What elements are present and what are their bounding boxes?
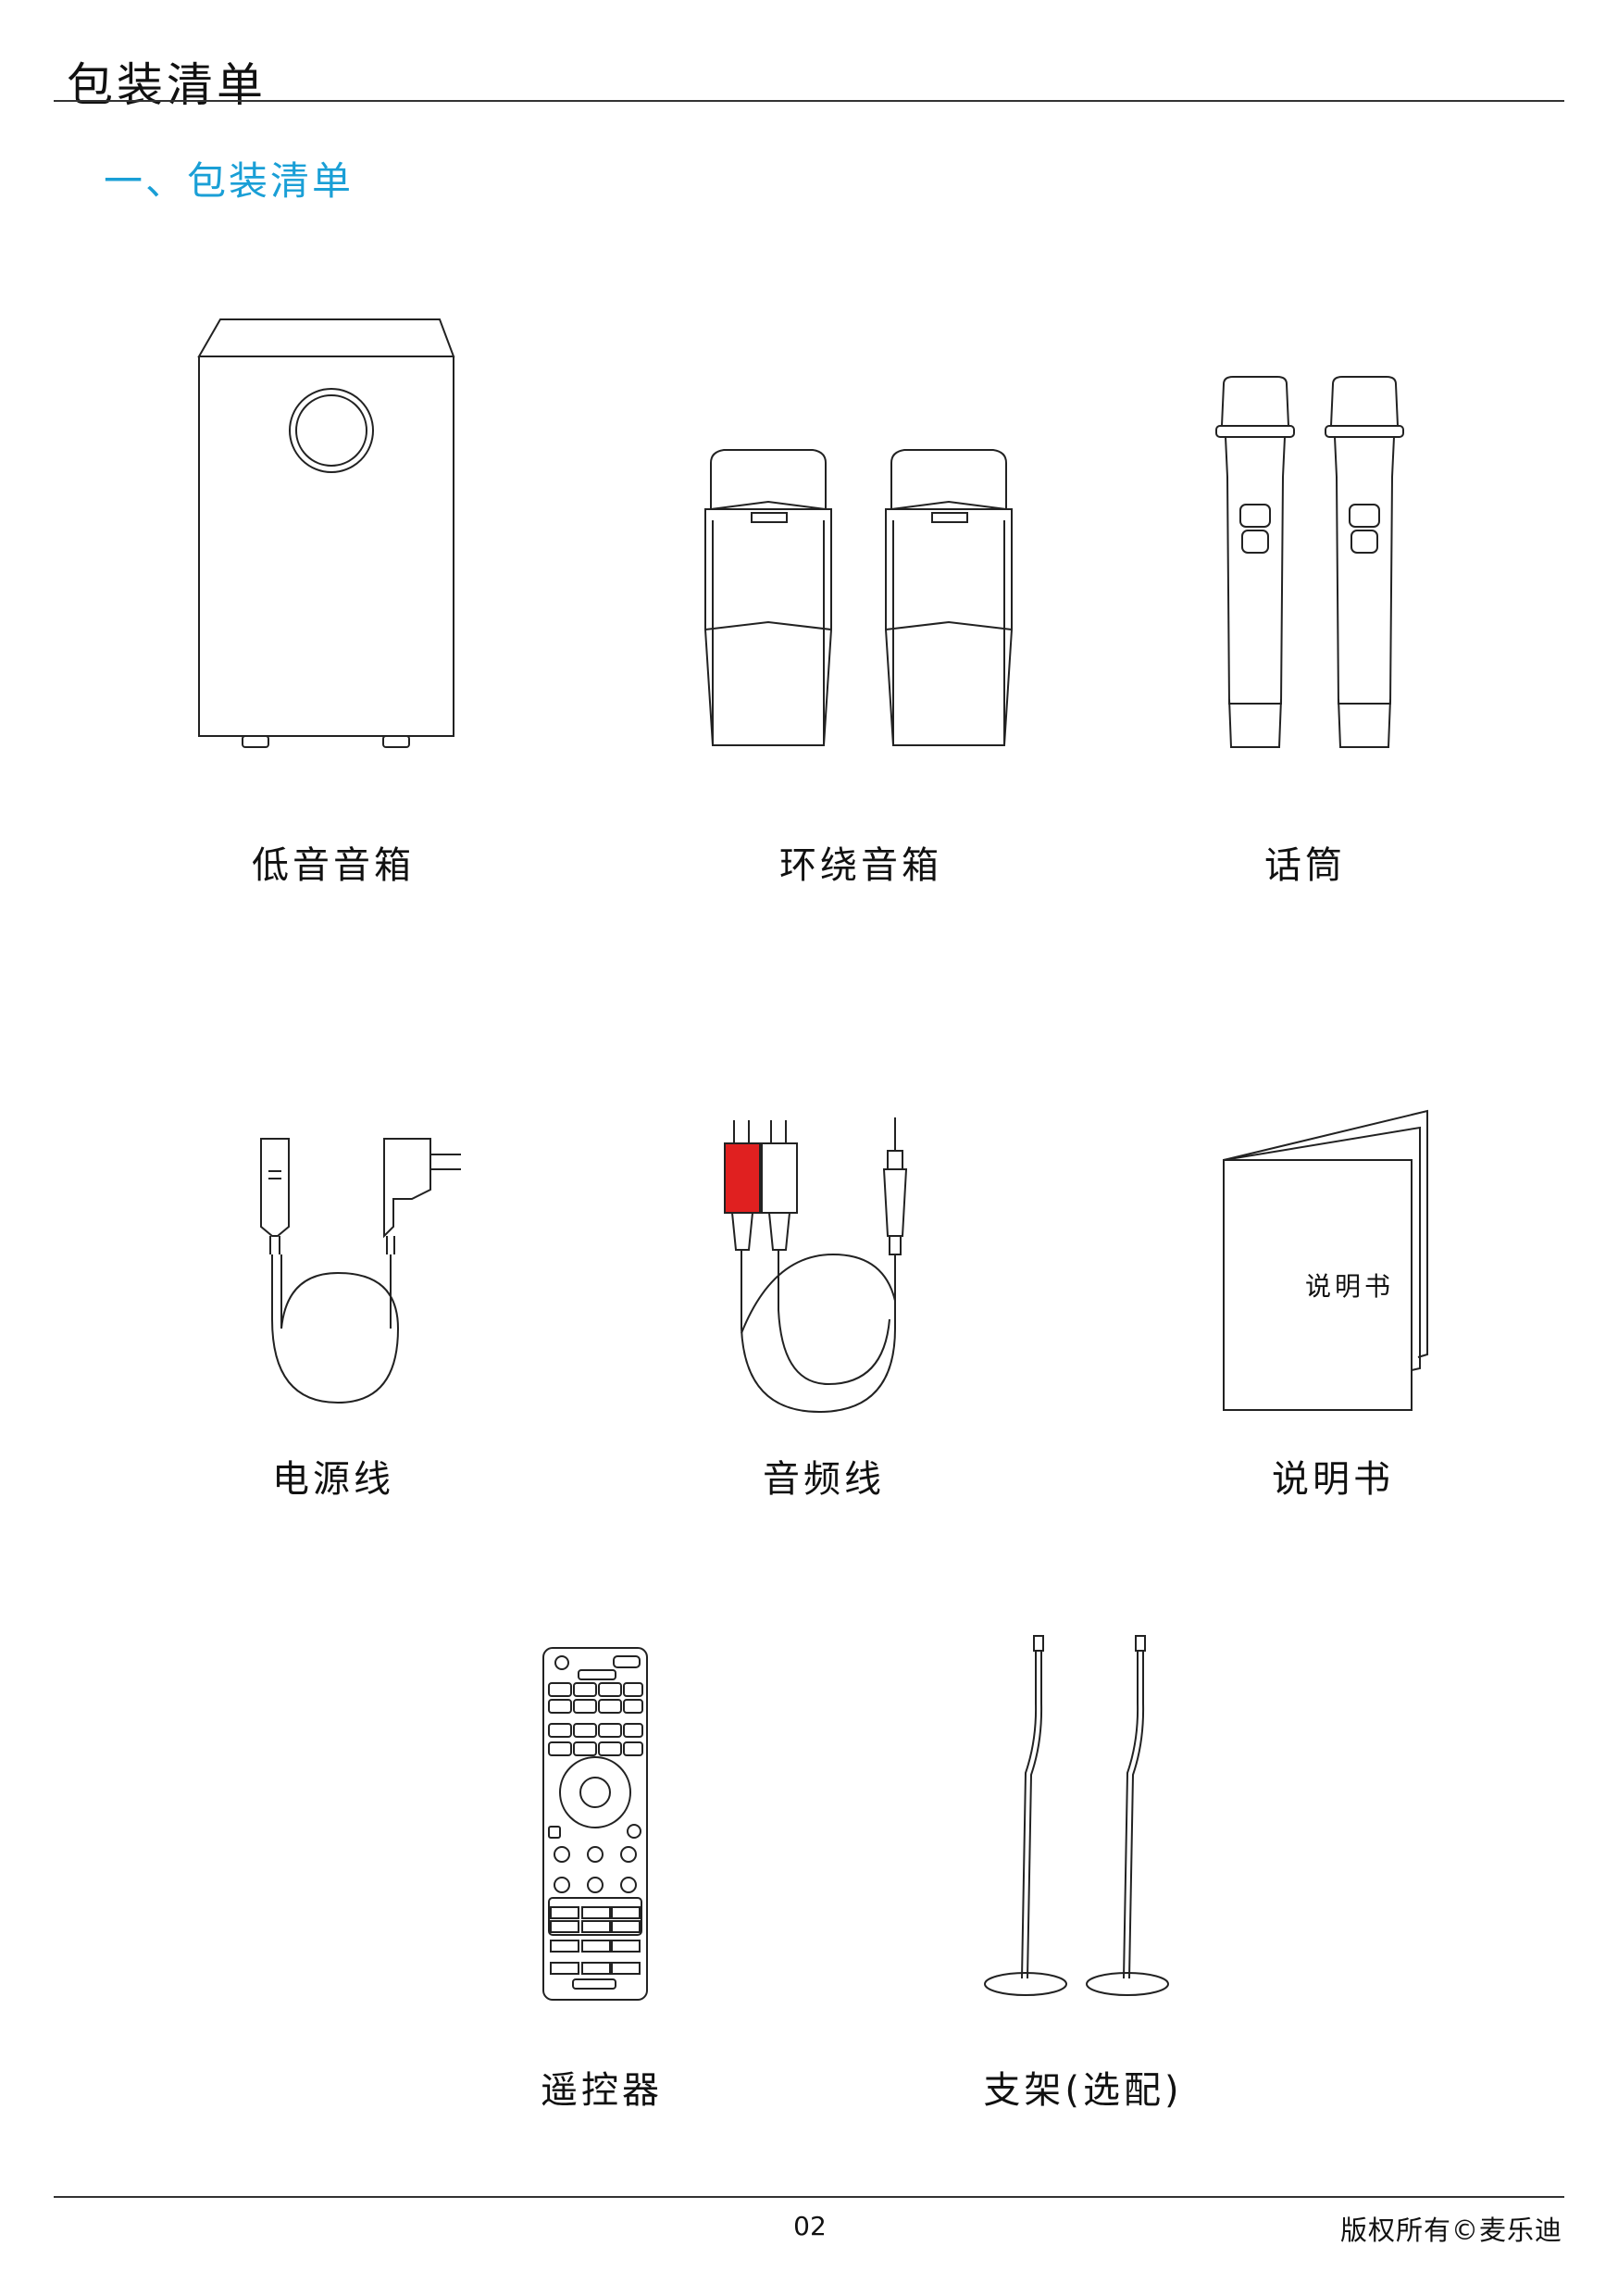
surround-speakers-icon: [704, 449, 1013, 746]
item-speaker-stands: [981, 1634, 1185, 2004]
item-label-manual: 说明书: [1272, 1458, 1394, 1501]
page-number: 02: [793, 2211, 827, 2241]
manual-cover-text: 说明书: [1305, 1271, 1395, 1302]
copyright: 版权所有©麦乐迪: [1339, 2215, 1562, 2246]
footer-divider: [54, 2196, 1564, 2198]
header-divider: [54, 100, 1564, 102]
item-surround-speakers: [703, 444, 1018, 759]
item-label-audio-cable: 音频线: [763, 1458, 885, 1501]
item-label-power-cord: 电源线: [272, 1458, 394, 1501]
item-power-cord: [250, 1134, 481, 1412]
item-manual: 说明书: [1222, 1109, 1435, 1415]
item-subwoofer: [194, 315, 463, 759]
manual-icon: [1223, 1109, 1428, 1411]
page-title: 包装清单: [67, 58, 267, 112]
item-label-microphones: 话筒: [1264, 844, 1346, 887]
speaker-stands-icon: [984, 1635, 1169, 1996]
item-label-speaker-stands: 支架(选配): [983, 2069, 1183, 2112]
item-remote-control: [541, 1646, 653, 2003]
section-title: 一、包装清单: [104, 158, 355, 204]
microphones-icon: [1215, 376, 1404, 748]
subwoofer-icon: [197, 318, 455, 748]
remote-control-icon: [542, 1647, 648, 2001]
rca-red-plug: [724, 1142, 761, 1214]
audio-cable-icon: [724, 1117, 908, 1414]
item-label-subwoofer: 低音音箱: [252, 844, 415, 887]
item-microphones: [1213, 375, 1407, 755]
power-cord-icon: [260, 1138, 461, 1404]
item-label-remote-control: 遥控器: [541, 2069, 663, 2112]
item-label-surround-speakers: 环绕音箱: [779, 844, 942, 887]
item-audio-cable: [717, 1116, 930, 1430]
